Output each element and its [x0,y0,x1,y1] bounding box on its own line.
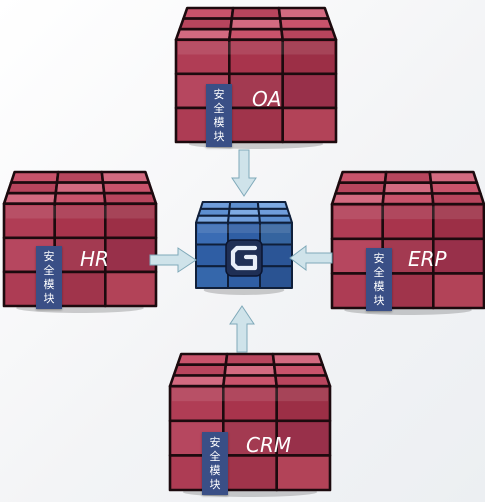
red-cube-graphic [2,170,158,313]
security-badge-char-1: 安 [373,252,385,265]
hr-security-module-badge: 安 全 模 块 [36,246,62,309]
arrow-icon-right [149,247,197,273]
security-badge-char-2: 全 [373,266,385,279]
arrow-icon-up [229,305,255,353]
security-badge-char-1: 安 [209,436,221,449]
security-badge-char-3: 模 [213,116,225,129]
security-badge-char-4: 块 [213,130,225,143]
crm-module-label: CRM [246,433,292,457]
red-cube-graphic [168,352,332,497]
security-badge-char-4: 块 [373,294,385,307]
blue-cube-graphic [195,201,293,295]
security-badge-char-2: 全 [43,264,55,277]
arrow-icon-down [231,149,257,197]
core-cube [195,201,293,295]
crm-module-cube: CRM 安 全 模 块 [168,352,332,497]
erp-security-module-badge: 安 全 模 块 [366,248,392,311]
erp-module-label: ERP [408,247,447,271]
red-cube-graphic [174,6,338,149]
arrow-icon-left [289,245,333,271]
security-badge-char-3: 模 [373,280,385,293]
red-cube-graphic [330,170,485,315]
g-logo-icon [225,239,263,277]
oa-security-module-badge: 安 全 模 块 [206,84,232,147]
security-badge-char-2: 全 [213,102,225,115]
oa-module-cube: OA 安 全 模 块 [174,6,338,149]
oa-module-label: OA [252,87,282,111]
erp-module-cube: ERP 安 全 模 块 [330,170,485,315]
hr-module-label: HR [80,247,109,271]
security-badge-char-3: 模 [43,278,55,291]
security-badge-char-1: 安 [213,88,225,101]
security-badge-char-2: 全 [209,450,221,463]
security-badge-char-4: 块 [43,292,55,305]
security-badge-char-1: 安 [43,250,55,263]
security-badge-char-4: 块 [209,478,221,491]
crm-security-module-badge: 安 全 模 块 [202,432,228,495]
security-badge-char-3: 模 [209,464,221,477]
hr-module-cube: HR 安 全 模 块 [2,170,158,313]
